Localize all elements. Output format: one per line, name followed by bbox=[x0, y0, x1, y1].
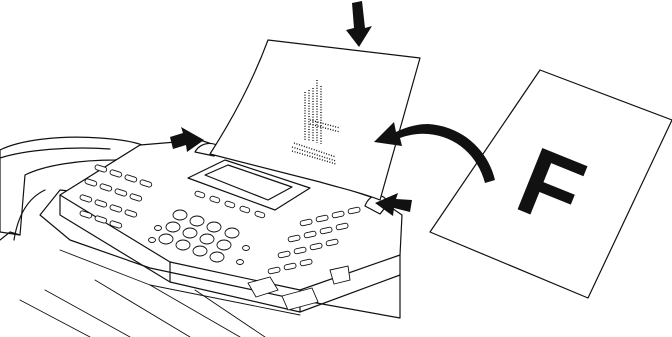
down-arrow-icon bbox=[346, 1, 372, 47]
right-arrow-icon bbox=[170, 127, 204, 152]
fed-document bbox=[209, 39, 421, 201]
lcd-display bbox=[187, 159, 311, 211]
fax-top-panel bbox=[59, 139, 403, 291]
original-document: F bbox=[429, 69, 672, 299]
handset bbox=[0, 136, 151, 241]
output-tray bbox=[19, 249, 301, 337]
left-arrow-icon bbox=[375, 193, 412, 216]
curved-arrow-icon bbox=[374, 122, 495, 183]
fed-document-letter bbox=[291, 80, 341, 165]
control-buttons bbox=[79, 164, 361, 311]
original-document-sheet bbox=[429, 69, 672, 299]
fax-machine bbox=[0, 136, 403, 337]
fed-document-sheet bbox=[209, 39, 421, 201]
